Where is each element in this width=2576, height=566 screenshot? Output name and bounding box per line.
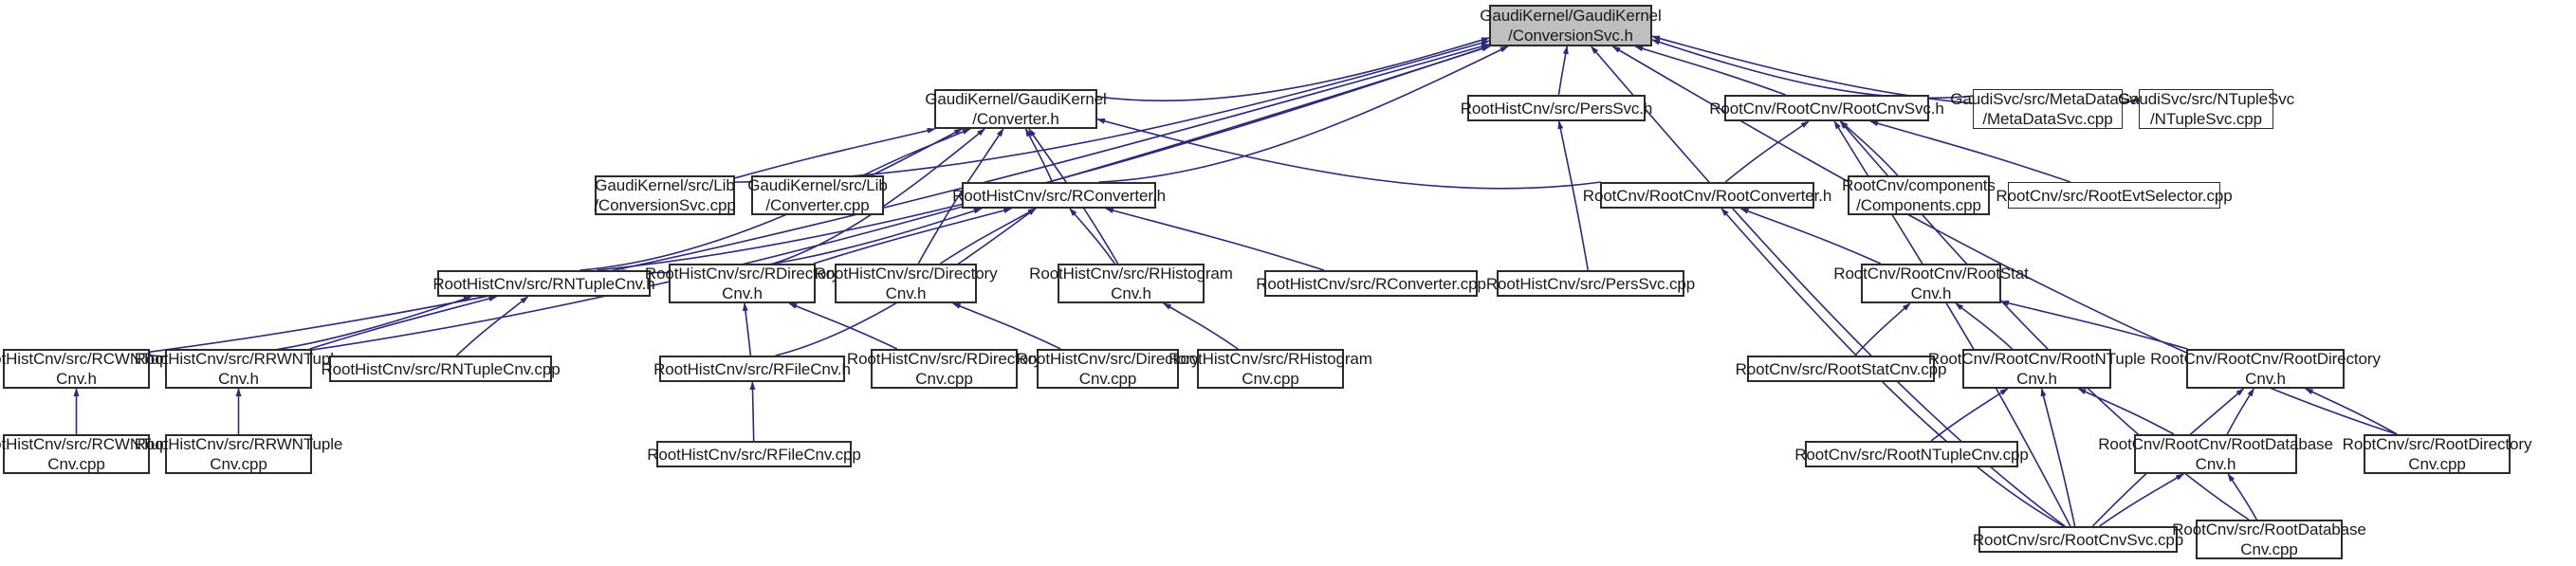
graph-edge-rrwntuplecnv-h-to-rntuplecnv-h [309,296,498,350]
graph-node-rhistogramcnv-cpp[interactable]: RootHistCnv/src/RHistogram Cnv.cpp [1168,349,1372,389]
graph-edge-rdirectorycnv-h-to-rconverter-h [813,208,1013,265]
graph-node-rcwntuplecnv-cpp[interactable]: RootHistCnv/src/RCWNTuple Cnv.cpp [0,434,181,474]
graph-node-rootcnvsvc-h[interactable]: RootCnv/RootCnv/RootCnvSvc.h [1709,95,1944,121]
graph-edge-rfilecnv-cpp-to-rfilecnv-h [749,381,756,442]
graph-node-directorycnv-h[interactable]: RootHistCnv/src/Directory Cnv.h [814,264,998,303]
graph-edge-converter-h-to-conversionsvc-h [1096,37,1490,101]
graph-edge-rhistogramcnv-cpp-to-rhistogramcnv-h [1162,302,1239,350]
graph-node-rhistogramcnv-h[interactable]: RootHistCnv/src/RHistogram Cnv.h [1029,264,1233,303]
graph-edge-rootconverter-h-to-converter-h [1096,118,1601,190]
graph-edge-rootstatcnv-h-to-rootconverter-h [1739,208,1882,265]
graph-node-rootdatabasecnv-h[interactable]: RootCnv/RootCnv/RootDatabase Cnv.h [2098,434,2333,474]
graph-node-rootdirectorycnv-h[interactable]: RootCnv/RootCnv/RootDirectory Cnv.h [2150,349,2381,389]
graph-node-rootdirectorycnv-cpp[interactable]: RootCnv/src/RootDirectory Cnv.cpp [2342,434,2532,474]
graph-node-rootconverter-h[interactable]: RootCnv/RootCnv/RootConverter.h [1583,182,1831,209]
graph-node-rh-perssvc-cpp[interactable]: RootHistCnv/src/PersSvc.cpp [1486,270,1695,297]
graph-node-rootntuplecnv-h[interactable]: RootCnv/RootCnv/RootNTuple Cnv.h [1927,349,2146,389]
graph-node-rootdatabasecnv-cpp[interactable]: RootCnv/src/RootDatabase Cnv.cpp [2172,520,2366,559]
graph-node-rfilecnv-h[interactable]: RootHistCnv/src/RFileCnv.h [653,356,851,382]
graph-node-rootcnvsvc-cpp[interactable]: RootCnv/src/RootCnvSvc.cpp [1973,526,2183,553]
graph-node-components-cpp[interactable]: RootCnv/components /Components.cpp [1842,175,1996,215]
graph-edge-rootdirectorycnv-h-to-rootstatcnv-h [2000,300,2188,350]
graph-edge-gk-conversionsvc-cpp-to-converter-h [734,127,936,179]
graph-node-rconverter-cpp[interactable]: RootHistCnv/src/RConverter.cpp [1256,270,1486,297]
graph-edge-rootcnvsvc-cpp-to-rootntuplecnv-h [2040,388,2076,527]
graph-edge-rconverter-h-to-conversionsvc-h [1098,46,1509,183]
graph-node-gk-converter-cpp[interactable]: GaudiKernel/src/Lib /Converter.cpp [747,175,888,215]
graph-node-gk-conversionsvc-cpp[interactable]: GaudiKernel/src/Lib /ConversionSvc.cpp [594,175,736,215]
graph-edge-rrwntuplecnv-h-to-conversionsvc-h [311,46,1491,351]
graph-edge-rootdatabasecnv-cpp-to-rootdatabasecnv-h [2227,473,2258,520]
graph-node-rrwntuplecnv-h[interactable]: RootHistCnv/src/RRWNTuple Cnv.h [134,349,343,389]
graph-edge-rootstatcnv-cpp-to-rootstatcnv-h [1854,302,1911,356]
graph-edge-rootcnvsvc-cpp-to-rootdatabasecnv-h [2099,473,2185,527]
graph-node-rfilecnv-cpp[interactable]: RootHistCnv/src/RFileCnv.cpp [647,441,861,467]
graph-node-rntuplecnv-h[interactable]: RootHistCnv/src/RNTupleCnv.h [432,270,655,297]
graph-node-rdirectorycnv-cpp[interactable]: RootHistCnv/src/RDirectory Cnv.cpp [846,349,1042,389]
graph-edge-rootevtselector-cpp-to-rootcnvsvc-h [1869,120,2071,183]
graph-node-rconverter-h[interactable]: RootHistCnv/src/RConverter.h [952,182,1166,209]
graph-node-conversionsvc-h[interactable]: GaudiKernel/GaudiKernel /ConversionSvc.h [1480,5,1662,46]
graph-node-converter-h[interactable]: GaudiKernel/GaudiKernel /Converter.h [925,89,1107,129]
graph-edge-gk-converter-cpp-to-converter-h [862,128,971,176]
graph-node-rcwntuplecnv-h[interactable]: RootHistCnv/src/RCWNTuple Cnv.h [0,349,181,389]
graph-edge-rootdatabasecnv-h-to-rootntuplecnv-h [2077,388,2175,435]
graph-node-metadatasvc-cpp[interactable]: GaudiSvc/src/MetaDataSvc /MetaDataSvc.cp… [1950,89,2145,129]
graph-edge-rconverter-cpp-to-rconverter-h [1105,208,1325,271]
graph-edge-rootntuplecnv-h-to-rootstatcnv-h [1955,302,2014,350]
graph-edge-gk-conversionsvc-cpp-to-conversionsvc-h [734,40,1490,183]
graph-edge-rfilecnv-h-to-rdirectorycnv-h [742,302,752,356]
graph-node-ntuplesvc-cpp[interactable]: GaudiSvc/src/NTupleSvc /NTupleSvc.cpp [2117,89,2295,129]
graph-edge-rootdirectorycnv-cpp-to-rootdirectorycnv-h [2304,388,2398,435]
graph-edge-directorycnv-cpp-to-directorycnv-h [951,302,1061,350]
graph-node-rrwntuplecnv-cpp[interactable]: RootHistCnv/src/RRWNTuple Cnv.cpp [134,434,343,474]
graph-edge-rdirectorycnv-cpp-to-rdirectorycnv-h [788,302,898,350]
graph-edge-components-cpp-to-rootcnvsvc-h [1840,120,1899,176]
graph-node-rootevtselector-cpp[interactable]: RootCnv/src/RootEvtSelector.cpp [1996,182,2233,209]
graph-node-rootstatcnv-h[interactable]: RootCnv/RootCnv/RootStat Cnv.h [1833,264,2029,303]
graph-node-rdirectorycnv-h[interactable]: RootHistCnv/src/RDirectory Cnv.h [644,264,840,303]
graph-node-rh-perssvc-h[interactable]: RootHistCnv/src/PersSvc.h [1461,95,1652,121]
graph-edge-rconverter-h-to-converter-h [1024,128,1054,183]
graph-edge-rootcnvsvc-h-to-conversionsvc-h [1634,46,1786,96]
graph-edge-rootntuplecnv-cpp-to-rootntuplecnv-h [1930,388,2009,442]
graph-edge-metadatasvc-cpp-to-conversionsvc-h [1651,39,1974,100]
graph-node-directorycnv-cpp[interactable]: RootHistCnv/src/Directory Cnv.cpp [1016,349,1200,389]
graph-edge-directorycnv-h-to-rconverter-h [940,208,1038,265]
graph-edge-rntuplecnv-h-to-conversionsvc-h [597,45,1490,271]
graph-edge-rootdatabasecnv-h-to-rootdirectorycnv-h [2226,388,2254,435]
graph-edge-rhistogramcnv-h-to-rconverter-h [1069,208,1115,265]
graph-edge-rntuplecnv-cpp-to-rntuplecnv-h [455,296,529,356]
graph-edge-rh-perssvc-h-to-conversionsvc-h [1557,46,1569,96]
graph-edge-rootconverter-h-to-rootcnvsvc-h [1724,120,1810,183]
graph-node-rootntuplecnv-cpp[interactable]: RootCnv/src/RootNTupleCnv.cpp [1794,441,2029,467]
graph-node-rntuplecnv-cpp[interactable]: RootHistCnv/src/RNTupleCnv.cpp [321,356,561,382]
graph-node-rootstatcnv-cpp[interactable]: RootCnv/src/RootStatCnv.cpp [1736,356,1947,382]
